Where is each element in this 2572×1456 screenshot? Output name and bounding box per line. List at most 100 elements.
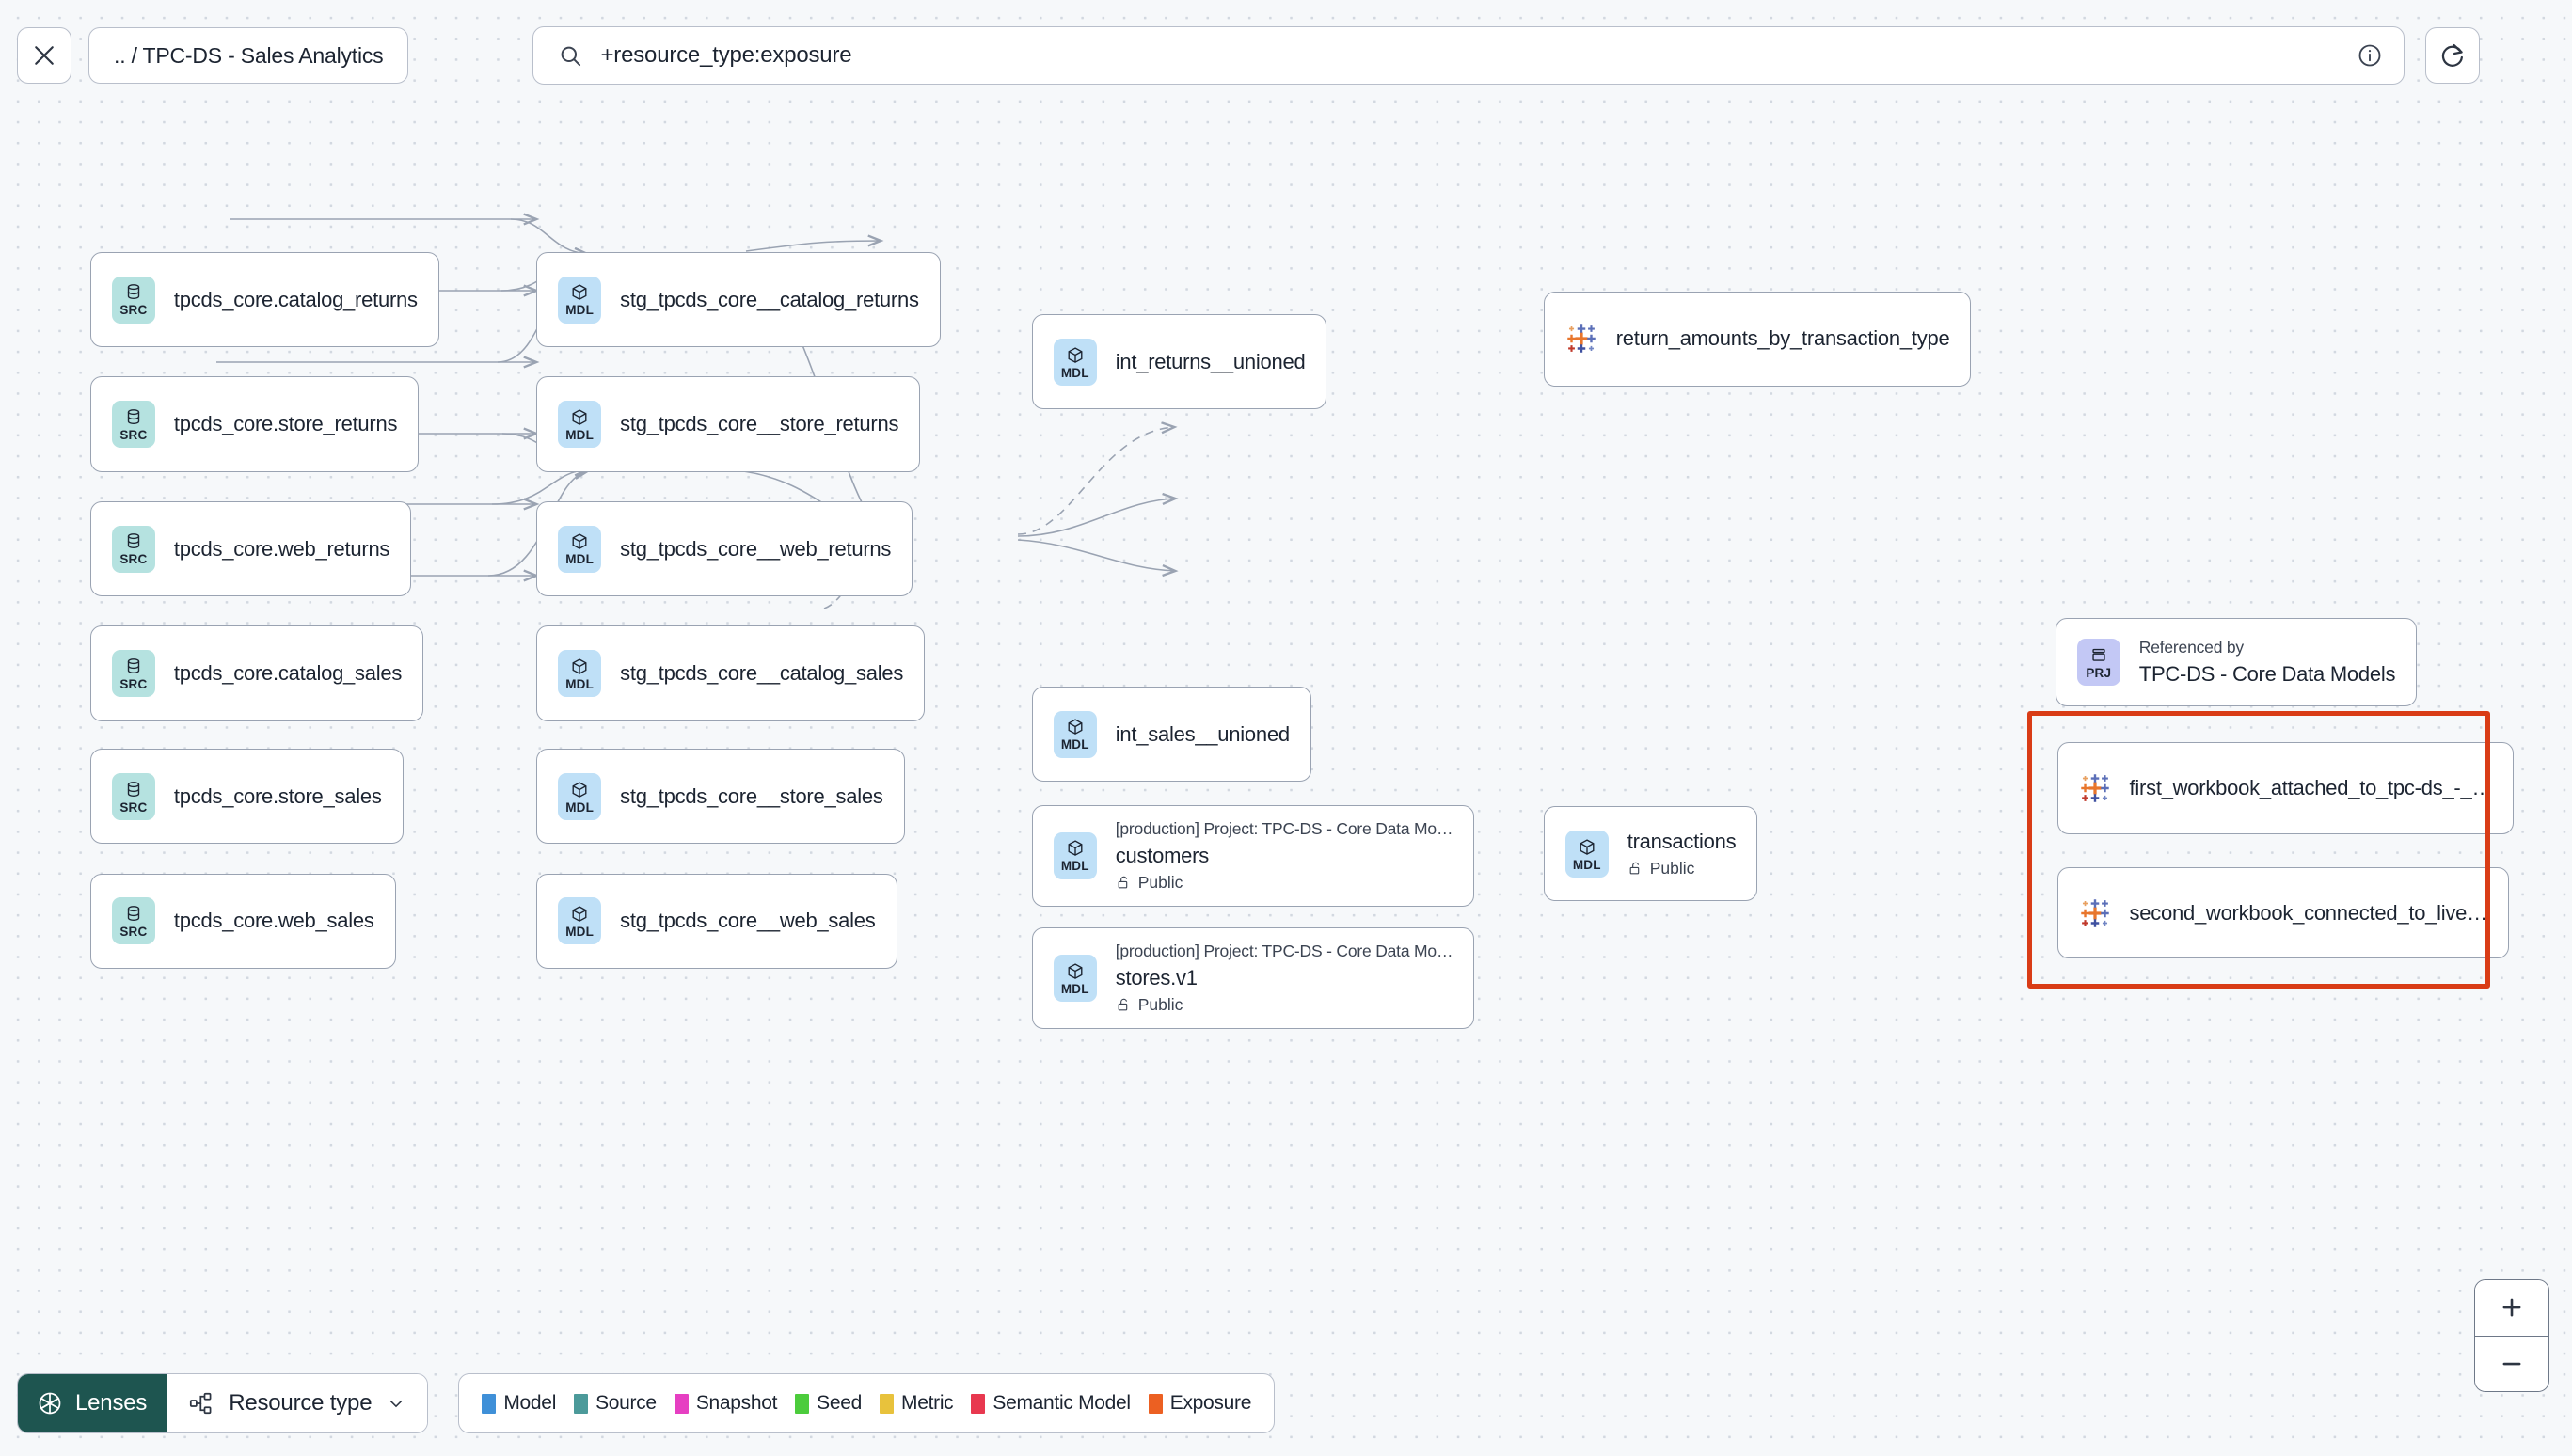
database-icon (127, 657, 140, 673)
lenses-label: Lenses (75, 1390, 148, 1416)
graph-node-referenced_by_prj[interactable]: PRJ Referenced by TPC-DS - Core Data Model… (2055, 617, 2418, 706)
legend-item[interactable]: Source (574, 1392, 657, 1415)
cube-icon (572, 658, 587, 674)
node-privacy-label: Public (1137, 872, 1183, 892)
legend-item[interactable]: Metric (880, 1392, 954, 1415)
zoom-in-button[interactable] (2475, 1280, 2548, 1336)
node-type-badge-label: MDL (1060, 982, 1089, 997)
node-type-badge-mdl: MDL (1053, 338, 1097, 386)
node-subtitle: Referenced by (2138, 637, 2244, 657)
legend-swatch (1148, 1393, 1163, 1414)
node-label: stg_tpcds_core__store_sales (620, 783, 883, 808)
node-type-badge-label: MDL (565, 925, 595, 940)
legend-item[interactable]: Exposure (1148, 1392, 1252, 1415)
node-type-badge-mdl: MDL (1564, 830, 1609, 878)
legend-label: Source (595, 1392, 657, 1414)
legend-swatch (674, 1393, 689, 1414)
unlock-icon (1118, 999, 1127, 1011)
legend-item[interactable]: Snapshot (674, 1392, 777, 1415)
node-label: tpcds_core.catalog_sales (173, 661, 403, 686)
graph-node-first_workbook[interactable]: first_workbook_attached_to_tpc-ds_-_… (2056, 742, 2515, 834)
refresh-button[interactable] (2425, 27, 2481, 84)
database-icon (127, 284, 140, 300)
lenses-button[interactable]: Lenses (18, 1374, 168, 1432)
legend-label: Exposure (1169, 1392, 1252, 1414)
legend-item[interactable]: Seed (795, 1392, 862, 1415)
node-privacy-label: Public (1137, 995, 1183, 1015)
node-label: tpcds_core.store_sales (173, 783, 382, 808)
node-type-badge-label: MDL (565, 799, 595, 815)
node-type-badge-prj: PRJ (2076, 638, 2120, 686)
node-label: TPC-DS - Core Data Models (2138, 661, 2396, 686)
node-type-badge-mdl: MDL (558, 650, 602, 698)
node-type-badge-mdl: MDL (558, 897, 602, 945)
tableau-icon (2080, 774, 2109, 802)
zoom-controls[interactable] (2474, 1279, 2549, 1392)
hierarchy-icon (190, 1392, 212, 1415)
node-subtitle: [production] Project: TPC-DS - Core Data… (1115, 942, 1453, 961)
node-type-badge-src: SRC (111, 401, 155, 449)
node-label: stg_tpcds_core__catalog_returns (620, 287, 919, 311)
node-type-badge-label: SRC (119, 427, 148, 442)
legend-item[interactable]: Model (482, 1392, 556, 1415)
cube-icon (1068, 719, 1083, 736)
tableau-icon (1567, 324, 1596, 354)
database-icon (127, 533, 140, 549)
node-type-badge-label: PRJ (2086, 665, 2112, 680)
resource-type-legend: Model Source Snapshot Seed Metric Semantic Mo… (458, 1373, 1276, 1433)
cube-icon (1580, 838, 1595, 855)
cube-icon (572, 409, 587, 425)
legend-label: Model (503, 1392, 557, 1414)
node-type-badge-label: SRC (119, 925, 148, 940)
node-privacy: Public (1116, 995, 1453, 1015)
node-type-badge-mdl: MDL (1053, 955, 1097, 1003)
plus-icon (2502, 1298, 2521, 1317)
resource-type-dropdown[interactable]: Resource type (167, 1374, 428, 1432)
database-icon (127, 408, 140, 424)
graph-node-return_amounts[interactable]: return_amounts_by_transaction_type (1543, 291, 1972, 387)
zoom-out-button[interactable] (2475, 1335, 2548, 1391)
cube-icon (572, 533, 587, 550)
graph-node-stg_store_sales[interactable]: MDL stg_tpcds_core__store_sales (536, 749, 905, 845)
graph-node-customers[interactable]: MDL[production] Project: TPC-DS - Core D… (1031, 804, 1475, 907)
graph-node-stores_v1[interactable]: MDL [production] Project: TPC-DS - Core D… (1031, 927, 1475, 1030)
info-icon[interactable] (2357, 42, 2383, 69)
refresh-icon (2442, 44, 2464, 67)
cube-icon (572, 781, 587, 798)
chevron-down-icon (390, 1400, 403, 1408)
node-label: tpcds_core.web_returns (173, 536, 390, 561)
search-bar[interactable] (532, 26, 2405, 85)
legend-item[interactable]: Semantic Model (971, 1392, 1131, 1415)
node-type-badge-mdl: MDL (558, 525, 602, 573)
node-type-badge-mdl: MDL (558, 772, 602, 820)
project-icon (2092, 648, 2105, 661)
graph-node-second_workbook[interactable]: second_workbook_connected_to_live… (2056, 866, 2509, 959)
resource-type-label: Resource type (229, 1390, 373, 1416)
graph-node-src_store_sales[interactable]: SRC tpcds_core.store_sales (89, 749, 404, 845)
search-input[interactable] (600, 42, 2341, 69)
node-type-badge-label: SRC (119, 799, 148, 815)
node-label: customers (1115, 843, 1209, 867)
node-label: stg_tpcds_core__store_returns (620, 412, 899, 436)
cube-icon (572, 284, 587, 301)
breadcrumb[interactable]: .. / TPC-DS - Sales Analytics (88, 27, 409, 84)
cube-icon (572, 906, 587, 923)
close-button[interactable] (17, 27, 71, 84)
node-label: int_sales__unioned (1115, 721, 1290, 746)
